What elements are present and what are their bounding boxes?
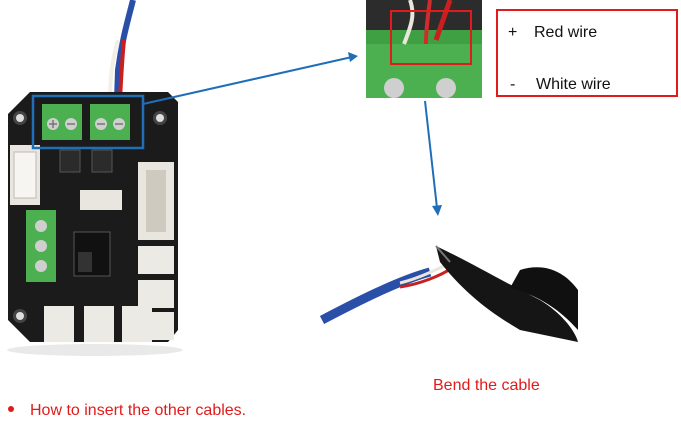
legend-red-wire-label: Red wire [534, 24, 598, 41]
instruction-bullet: How to insert the other cables. [8, 402, 246, 420]
bend-cable-image [319, 245, 578, 342]
wire-highlight-box [390, 10, 472, 65]
legend-plus-sign: + [508, 24, 518, 41]
instruction-bullet-text: How to insert the other cables. [30, 402, 247, 419]
legend-minus-sign: - [510, 76, 516, 93]
arrow-to-bend [424, 100, 442, 216]
bullet-dot-icon [8, 405, 14, 412]
arrow-to-zoom [142, 52, 358, 105]
bend-cable-caption: Bend the cable [433, 377, 540, 394]
terminal-highlight-box [31, 94, 145, 150]
legend-white-wire-label: White wire [536, 76, 611, 93]
terminal-closeup-image [366, 0, 482, 98]
wire-legend-box: + Red wire - White wire [496, 9, 678, 97]
pcb-board-image [7, 0, 183, 356]
